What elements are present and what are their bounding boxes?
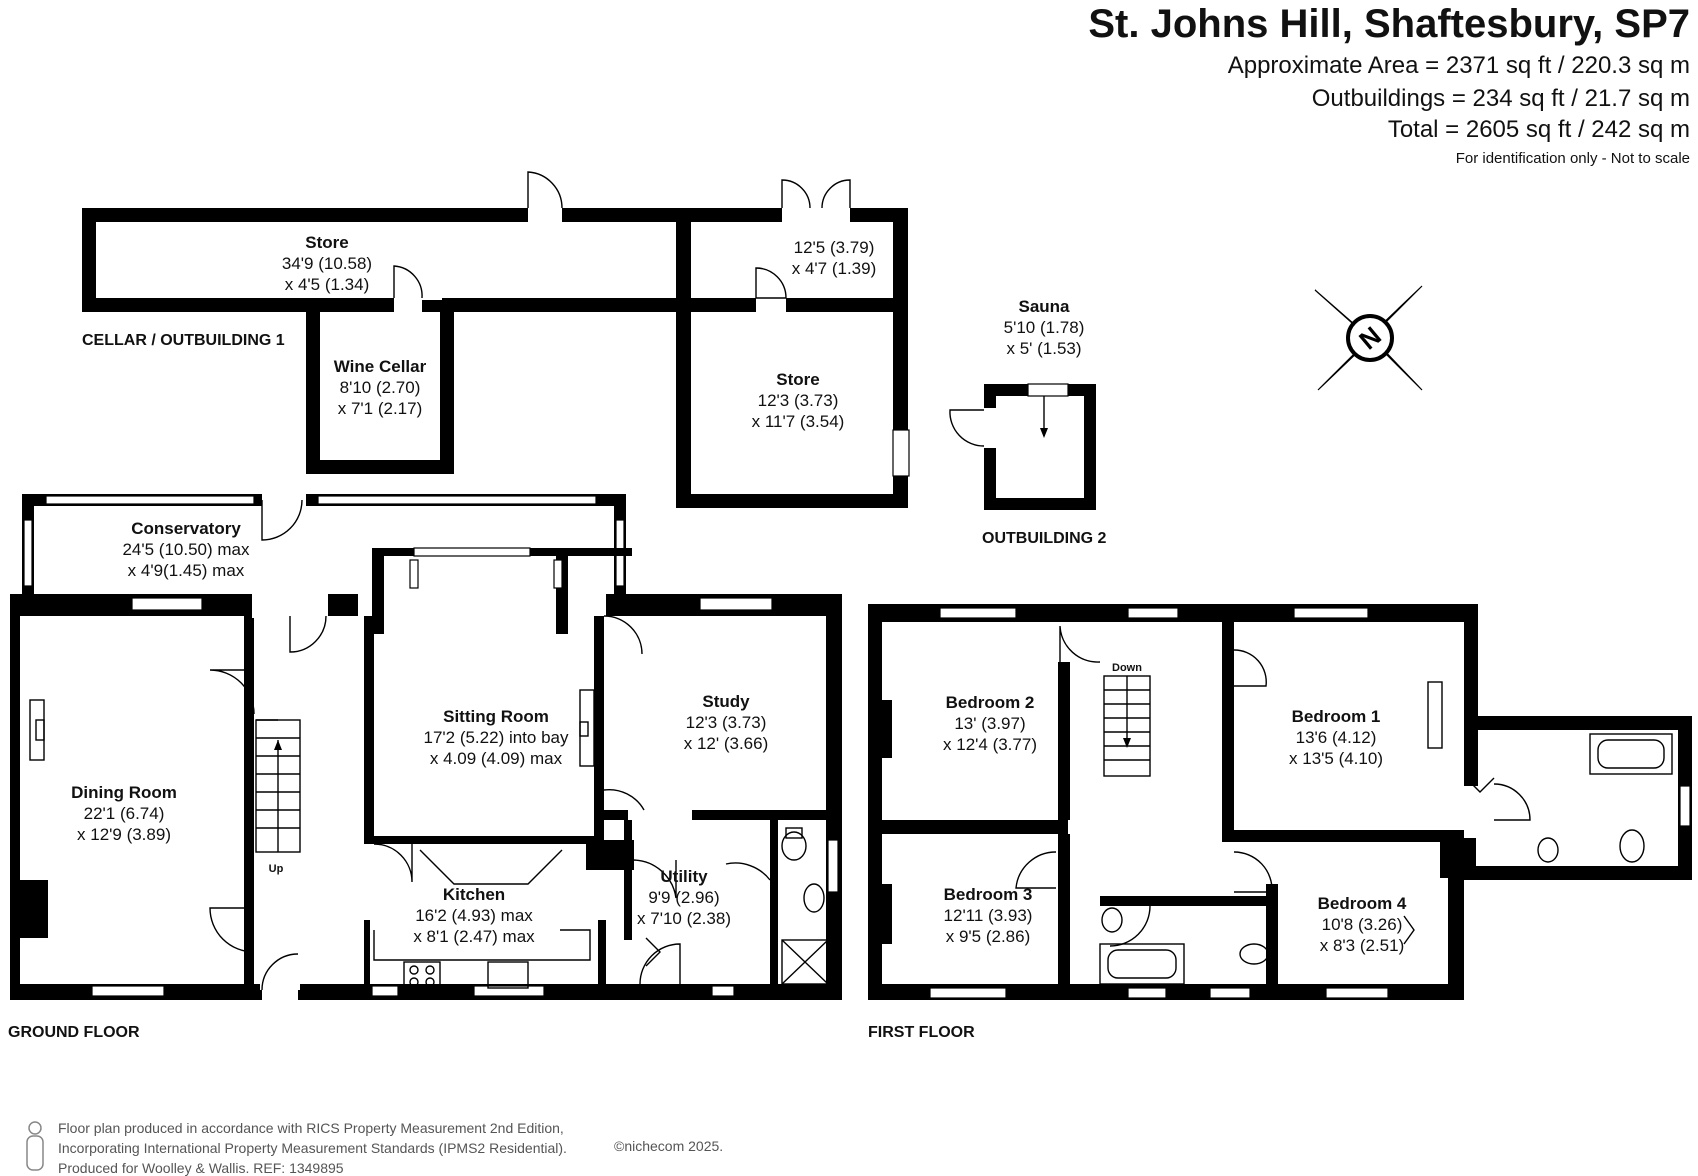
outbuilding-2-label: OUTBUILDING 2 [982,530,1107,547]
wine-cellar-label: Wine Cellar 8'10 (2.70) x 7'1 (2.17) [334,357,427,418]
svg-text:x 9'5 (2.86): x 9'5 (2.86) [946,927,1031,946]
svg-text:Wine Cellar: Wine Cellar [334,357,427,376]
footer-line-1: Floor plan produced in accordance with R… [58,1120,564,1136]
ground-floor-label: GROUND FLOOR [8,1024,140,1041]
svg-text:x 5' (1.53): x 5' (1.53) [1006,339,1081,358]
ground-floor [10,494,842,1000]
approximate-area: Approximate Area = 2371 sq ft / 220.3 sq… [1227,52,1690,79]
first-floor-stairs [1103,675,1151,777]
svg-text:x 12' (3.66): x 12' (3.66) [684,734,769,753]
svg-text:Conservatory: Conservatory [131,519,241,538]
bedroom-2-label: Bedroom 2 13' (3.97) x 12'4 (3.77) [943,693,1037,754]
cellar-outbuilding-1 [82,171,910,508]
svg-text:x 8'3 (2.51): x 8'3 (2.51) [1320,936,1405,955]
svg-text:22'1 (6.74): 22'1 (6.74) [84,804,165,823]
svg-text:x 4'9(1.45) max: x 4'9(1.45) max [128,561,245,580]
footer-copyright: ©nichecom 2025. [614,1138,724,1154]
first-floor-label: FIRST FLOOR [868,1024,975,1041]
bedroom-1-label: Bedroom 1 13'6 (4.12) x 13'5 (4.10) [1289,707,1383,768]
study-label: Study 12'3 (3.73) x 12' (3.66) [684,692,769,753]
stairs-down-label: Down [1112,662,1142,674]
svg-text:12'3 (3.73): 12'3 (3.73) [686,713,767,732]
property-title: St. Johns Hill, Shaftesbury, SP7 [1088,2,1690,46]
ground-floor-stairs [255,719,301,853]
svg-text:8'10 (2.70): 8'10 (2.70) [340,378,421,397]
svg-text:x 4'5 (1.34): x 4'5 (1.34) [285,275,370,294]
svg-text:9'9 (2.96): 9'9 (2.96) [648,888,719,907]
store-long-label: Store 34'9 (10.58) x 4'5 (1.34) [282,233,372,294]
outbuilding-2 [949,383,1096,510]
svg-text:Bedroom 3: Bedroom 3 [944,885,1033,904]
bedroom-3-label: Bedroom 3 12'11 (3.93) x 9'5 (2.86) [944,885,1033,946]
svg-text:Kitchen: Kitchen [443,885,505,904]
store-small-label: 12'5 (3.79) x 4'7 (1.39) [792,238,877,278]
first-floor [868,604,1692,1000]
sitting-room-label: Sitting Room 17'2 (5.22) into bay x 4.09… [423,707,569,768]
conservatory-label: Conservatory 24'5 (10.50) max x 4'9(1.45… [122,519,250,580]
footer-text: Floor plan produced in accordance with R… [58,1118,567,1176]
svg-text:16'2 (4.93) max: 16'2 (4.93) max [415,906,533,925]
compass-icon: N [1314,285,1423,391]
svg-text:x 8'1 (2.47) max: x 8'1 (2.47) max [413,927,535,946]
svg-text:34'9 (10.58): 34'9 (10.58) [282,254,372,273]
svg-text:x 7'1 (2.17): x 7'1 (2.17) [338,399,423,418]
svg-text:5'10 (1.78): 5'10 (1.78) [1004,318,1085,337]
svg-text:Bedroom 1: Bedroom 1 [1292,707,1381,726]
svg-text:Utility: Utility [660,867,708,886]
total-area: Total = 2605 sq ft / 242 sq m [1387,116,1690,143]
svg-text:x 7'10 (2.38): x 7'10 (2.38) [637,909,731,928]
svg-text:17'2 (5.22) into bay: 17'2 (5.22) into bay [423,728,569,747]
dining-room-label: Dining Room 22'1 (6.74) x 12'9 (3.89) [71,783,177,844]
svg-text:x 11'7 (3.54): x 11'7 (3.54) [752,412,845,431]
svg-text:12'5 (3.79): 12'5 (3.79) [794,238,875,257]
footer-line-2: Incorporating International Property Mea… [58,1140,567,1156]
svg-text:Bedroom 4: Bedroom 4 [1318,894,1407,913]
bedroom-4-label: Bedroom 4 10'8 (3.26) x 8'3 (2.51) [1318,894,1407,955]
svg-text:13' (3.97): 13' (3.97) [954,714,1025,733]
stairs-up-label: Up [269,863,284,875]
svg-text:Store: Store [776,370,819,389]
svg-text:24'5 (10.50) max: 24'5 (10.50) max [122,540,250,559]
svg-text:Study: Study [702,692,750,711]
outbuildings-area: Outbuildings = 234 sq ft / 21.7 sq m [1311,85,1690,112]
svg-text:12'11 (3.93): 12'11 (3.93) [944,906,1033,925]
svg-text:x 12'9 (3.89): x 12'9 (3.89) [77,825,171,844]
svg-text:Bedroom 2: Bedroom 2 [946,693,1035,712]
svg-text:x 12'4 (3.77): x 12'4 (3.77) [943,735,1037,754]
svg-text:Store: Store [305,233,348,252]
footer-line-3: Produced for Woolley & Wallis. REF: 1349… [58,1160,344,1176]
svg-text:Sitting Room: Sitting Room [443,707,549,726]
utility-label: Utility 9'9 (2.96) x 7'10 (2.38) [637,867,731,928]
kitchen-label: Kitchen 16'2 (4.93) max x 8'1 (2.47) max [413,885,535,946]
cellar-floor-label: CELLAR / OUTBUILDING 1 [82,332,285,349]
person-scale-icon [26,1121,44,1171]
svg-text:Dining Room: Dining Room [71,783,177,802]
store-right-label: Store 12'3 (3.73) x 11'7 (3.54) [752,370,845,431]
sauna-label: Sauna 5'10 (1.78) x 5' (1.53) [1004,297,1085,358]
svg-text:Sauna: Sauna [1018,297,1070,316]
svg-text:x 4.09 (4.09) max: x 4.09 (4.09) max [430,749,563,768]
svg-text:10'8 (3.26): 10'8 (3.26) [1322,915,1403,934]
svg-text:12'3 (3.73): 12'3 (3.73) [758,391,839,410]
svg-text:x 4'7 (1.39): x 4'7 (1.39) [792,259,877,278]
svg-text:13'6 (4.12): 13'6 (4.12) [1296,728,1377,747]
svg-text:x 13'5 (4.10): x 13'5 (4.10) [1289,749,1383,768]
identification-note: For identification only - Not to scale [1455,150,1690,167]
